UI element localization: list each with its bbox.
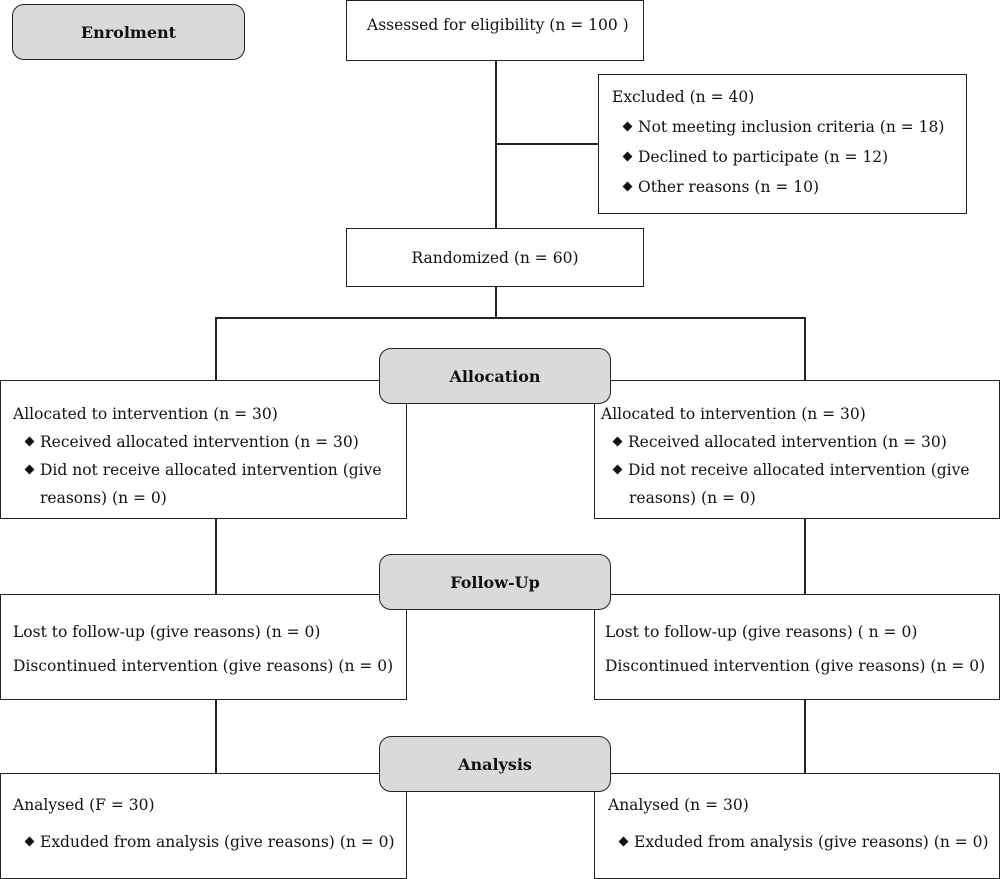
excluded-item: Declined to participate (n = 12): [622, 147, 888, 167]
followup-right-box: Lost to follow-up (give reasons) ( n = 0…: [594, 594, 1000, 700]
analysis-right-excluded: Exduded from analysis (give reasons) (n …: [618, 832, 989, 852]
connector-split-horizontal: [215, 317, 806, 319]
allocation-left-received: Received allocated intervention (n = 30): [24, 432, 359, 452]
diamond-bullet-icon: [24, 836, 35, 847]
allocation-left-title: Allocated to intervention (n = 30): [13, 405, 278, 423]
excluded-item: Other reasons (n = 10): [622, 177, 819, 197]
analysis-left-excluded: Exduded from analysis (give reasons) (n …: [24, 832, 395, 852]
diamond-bullet-icon: [618, 836, 629, 847]
followup-right-lost: Lost to follow-up (give reasons) ( n = 0…: [605, 623, 918, 641]
connector-right-to-followup: [804, 518, 806, 595]
connector-left-to-allocation: [215, 317, 217, 381]
analysis-left-analysed: Analysed (F = 30): [13, 796, 155, 814]
excluded-item: Not meeting inclusion criteria (n = 18): [622, 117, 944, 137]
allocation-right-received: Received allocated intervention (n = 30): [612, 432, 947, 452]
allocation-left-not-received-cont: reasons) (n = 0): [40, 489, 167, 507]
connector-right-to-allocation: [804, 317, 806, 381]
followup-right-discontinued: Discontinued intervention (give reasons)…: [605, 657, 986, 675]
diamond-bullet-icon: [622, 121, 633, 132]
excluded-title: Excluded (n = 40): [612, 88, 755, 106]
assessed-text: Assessed for eligibility (n = 100 ): [367, 16, 629, 34]
followup-left-lost: Lost to follow-up (give reasons) (n = 0): [13, 623, 321, 641]
analysis-right-box: Analysed (n = 30) Exduded from analysis …: [594, 773, 1000, 879]
stage-enrolment: Enrolment: [12, 4, 245, 60]
followup-left-discontinued: Discontinued intervention (give reasons)…: [13, 657, 394, 675]
stage-analysis: Analysis: [379, 736, 611, 792]
allocation-left-box: Allocated to intervention (n = 30) Recei…: [0, 380, 407, 519]
connector-left-to-followup: [215, 518, 217, 595]
allocation-right-box: Allocated to intervention (n = 30) Recei…: [594, 380, 1000, 519]
allocation-left-not-received: Did not receive allocated intervention (…: [24, 460, 382, 480]
randomized-box: Randomized (n = 60): [346, 228, 644, 287]
diamond-bullet-icon: [622, 151, 633, 162]
diamond-bullet-icon: [622, 181, 633, 192]
connector-to-excluded: [495, 143, 599, 145]
excluded-box: Excluded (n = 40) Not meeting inclusion …: [598, 74, 967, 214]
connector-right-to-analysis: [804, 699, 806, 774]
allocation-right-not-received: Did not receive allocated intervention (…: [612, 460, 970, 480]
stage-follow-up: Follow-Up: [379, 554, 611, 610]
diamond-bullet-icon: [24, 436, 35, 447]
analysis-left-box: Analysed (F = 30) Exduded from analysis …: [0, 773, 407, 879]
analysis-right-analysed: Analysed (n = 30): [608, 796, 749, 814]
allocation-right-not-received-cont: reasons) (n = 0): [629, 489, 756, 507]
diamond-bullet-icon: [612, 436, 623, 447]
followup-left-box: Lost to follow-up (give reasons) (n = 0)…: [0, 594, 407, 700]
connector-left-to-analysis: [215, 699, 217, 774]
randomized-text: Randomized (n = 60): [411, 248, 579, 267]
allocation-right-title: Allocated to intervention (n = 30): [601, 405, 866, 423]
diamond-bullet-icon: [612, 464, 623, 475]
connector-randomized-split: [495, 286, 497, 318]
diamond-bullet-icon: [24, 464, 35, 475]
stage-allocation: Allocation: [379, 348, 611, 404]
assessed-box: Assessed for eligibility (n = 100 ): [346, 0, 644, 61]
